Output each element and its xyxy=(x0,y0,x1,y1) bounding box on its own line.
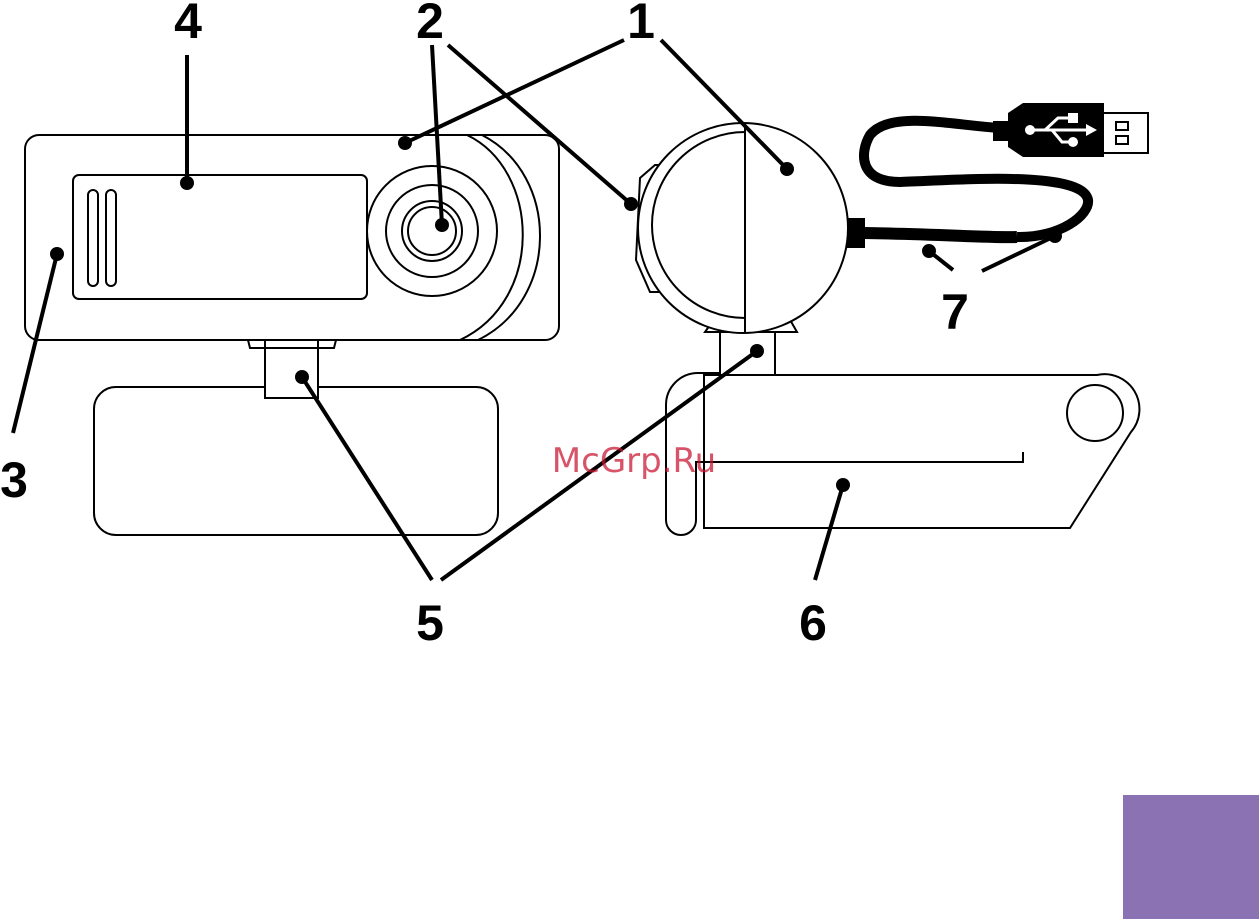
callout-7-marker xyxy=(922,244,936,258)
side-camera-head xyxy=(636,123,848,333)
callout-5-marker xyxy=(750,344,764,358)
callout-7: 7 xyxy=(941,284,969,340)
front-camera-body xyxy=(25,135,559,340)
usb-cable xyxy=(847,103,1148,248)
usb-plug xyxy=(993,103,1148,157)
callout-3-marker xyxy=(50,247,64,261)
callout-3: 3 xyxy=(0,452,28,508)
callout-4-marker xyxy=(180,176,194,190)
front-grille-slot xyxy=(106,190,116,286)
front-grille-slot xyxy=(88,190,98,286)
front-lens xyxy=(367,166,497,296)
callout-6-marker xyxy=(836,478,850,492)
corner-page-tab xyxy=(1123,795,1259,919)
watermark-text: McGrp.Ru xyxy=(552,441,716,481)
front-grille-panel xyxy=(73,175,367,299)
side-hinge-knob xyxy=(1067,385,1123,441)
callout-2-marker xyxy=(435,218,449,232)
cable-strain-relief xyxy=(847,218,865,248)
callout-1-marker xyxy=(780,162,794,176)
callout-2: 2 xyxy=(416,0,444,49)
callout-5: 5 xyxy=(416,595,444,651)
webcam-front-view xyxy=(25,135,559,535)
callout-7-marker xyxy=(1048,229,1062,243)
callout-2-marker xyxy=(624,197,638,211)
side-clip-base xyxy=(666,373,1139,535)
callout-1: 1 xyxy=(627,0,655,49)
front-clip-base xyxy=(94,387,498,535)
callout-1-marker xyxy=(398,136,412,150)
callout-4: 4 xyxy=(174,0,202,49)
callout-6: 6 xyxy=(799,595,827,651)
callout-5-marker xyxy=(295,370,309,384)
